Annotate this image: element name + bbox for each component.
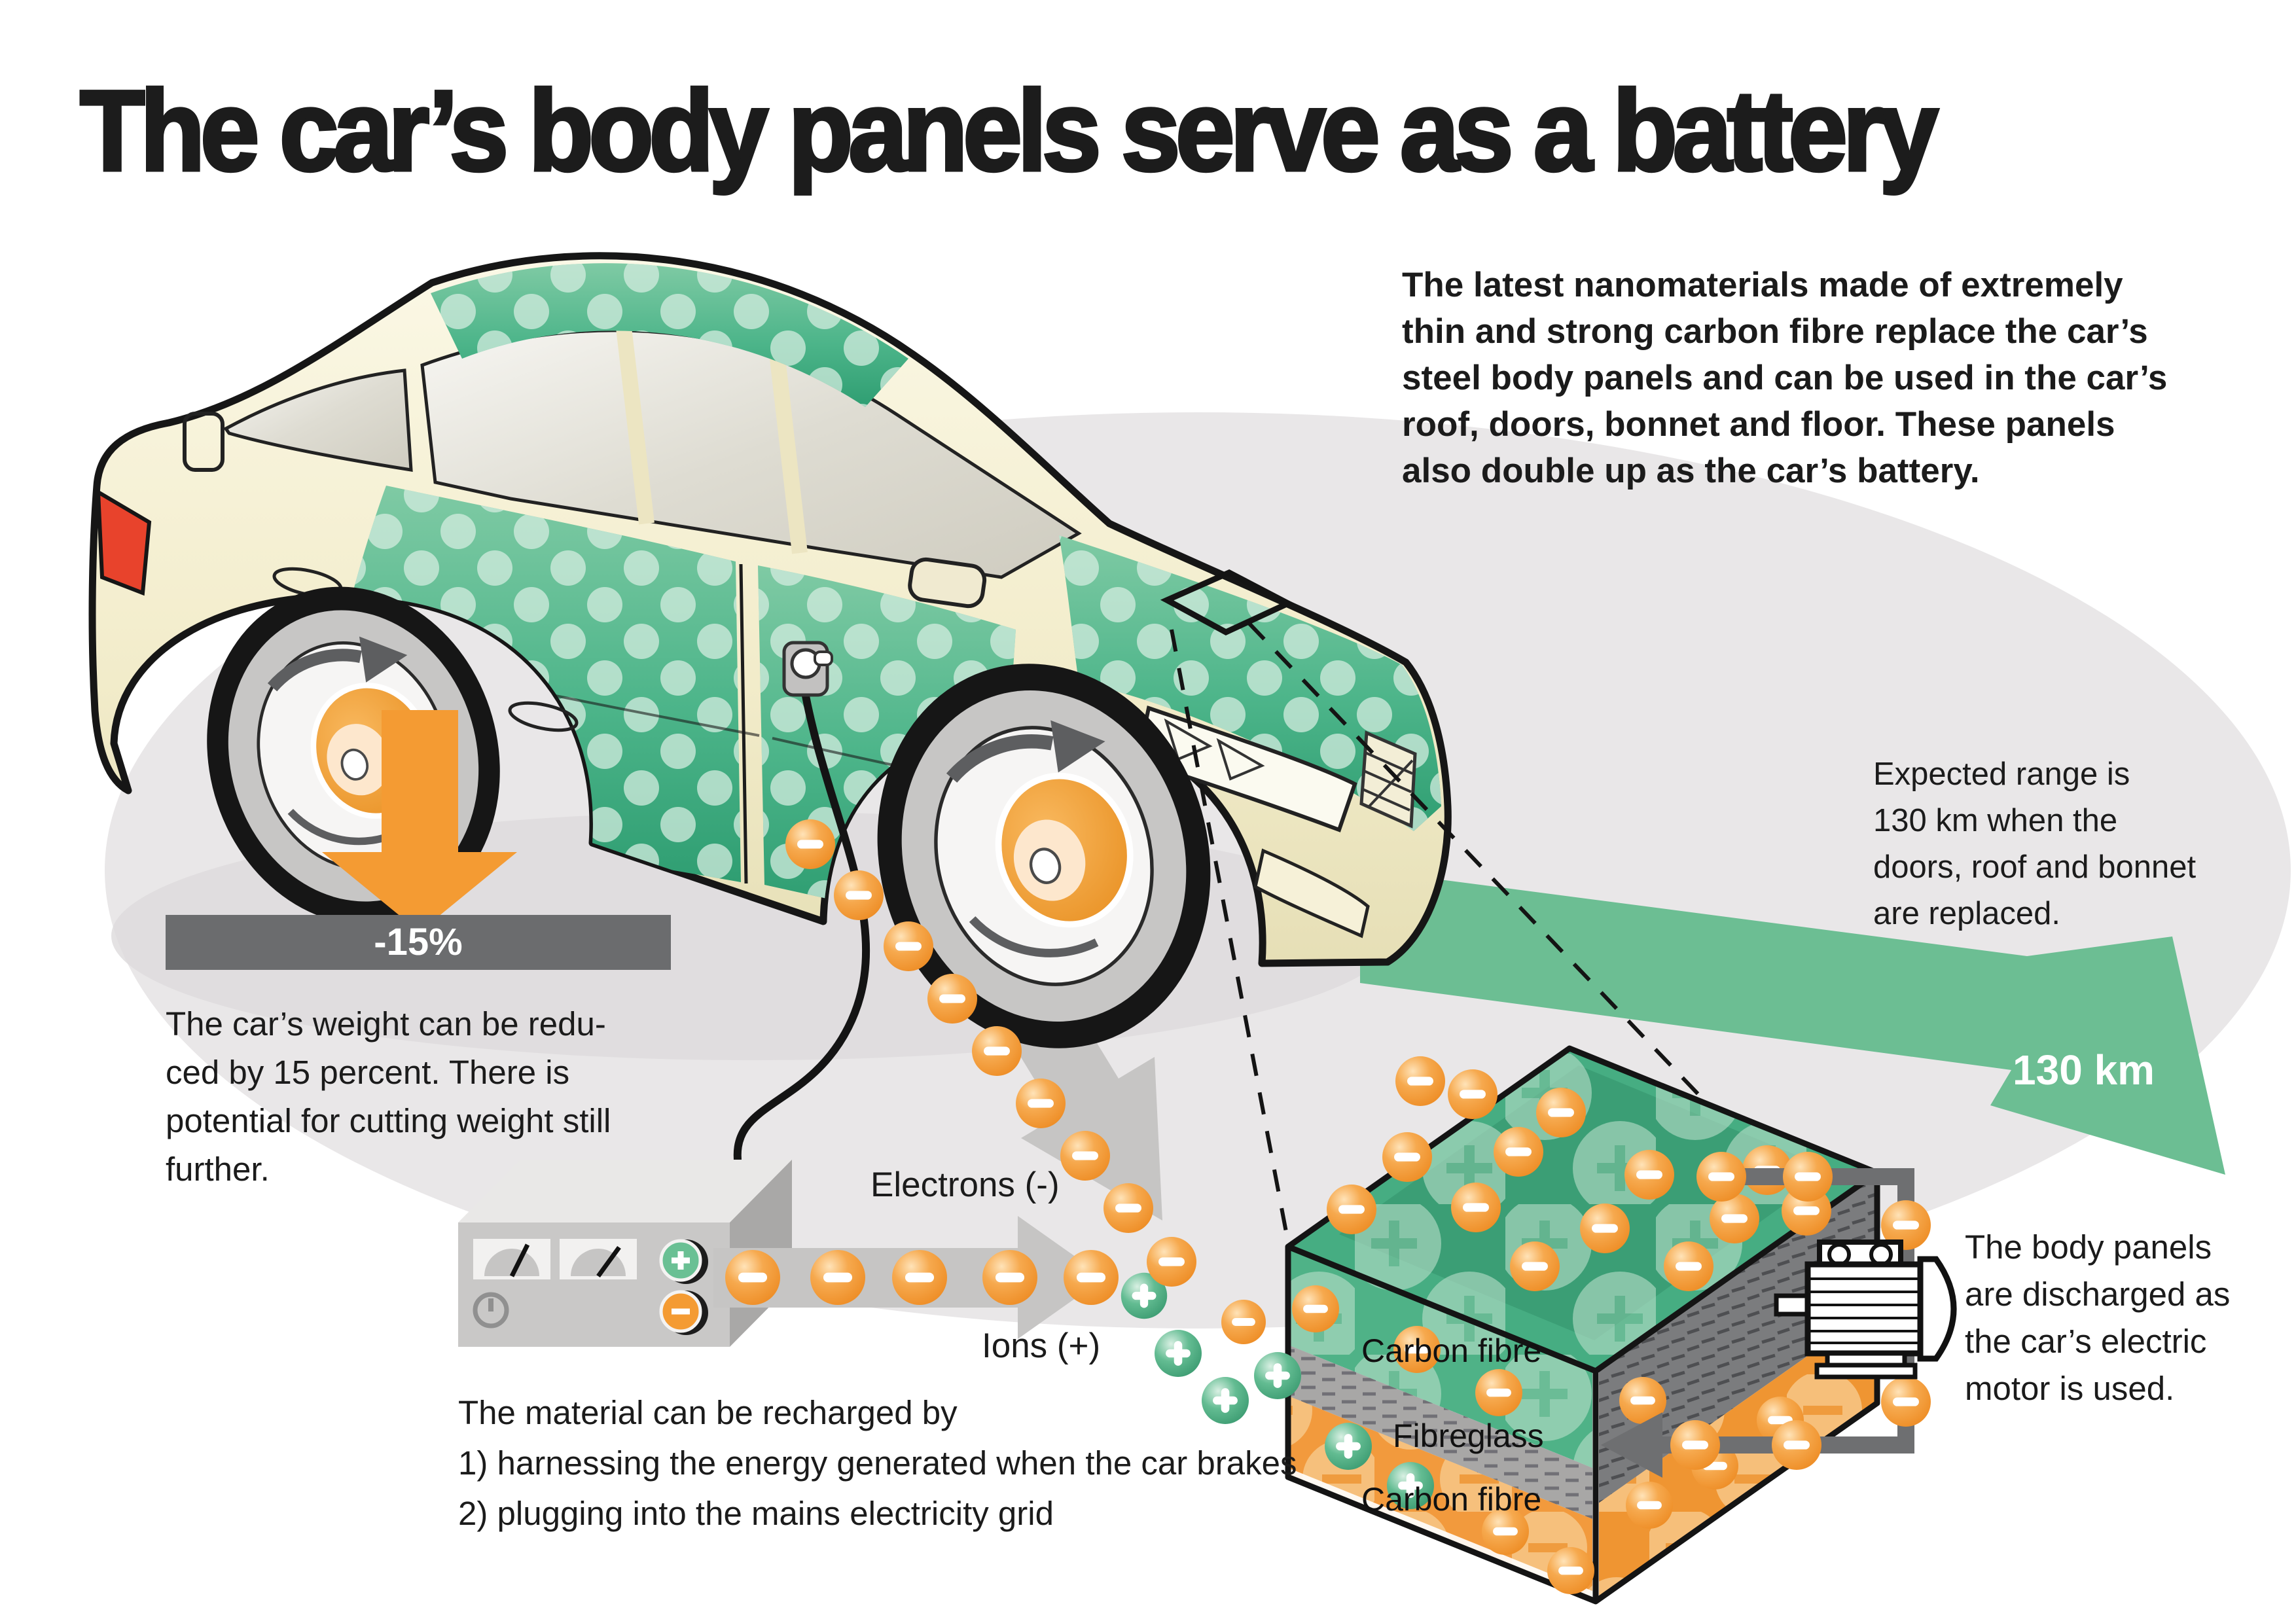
door-seam: [739, 563, 748, 884]
range-line: doors, roof and bonnet: [1873, 849, 2197, 885]
rear-window: [223, 368, 413, 472]
discharge-line: are discharged as: [1965, 1275, 2231, 1313]
recharge-caption: The material can be recharged by 1) harn…: [458, 1387, 1297, 1539]
charging-cable: [733, 691, 870, 1174]
grille-bars: [1362, 751, 1414, 812]
power-icon: [473, 1292, 509, 1329]
range-caption: Expected range is 130 km when the doors,…: [1873, 751, 2196, 937]
weight-line: ced by 15 percent. There is: [166, 1054, 570, 1091]
page-title: The car’s body panels serve as a battery: [79, 66, 1940, 197]
side-mirror: [908, 557, 987, 609]
tail-light: [96, 488, 152, 596]
intro-line: also double up as the car’s battery.: [1402, 452, 1980, 490]
gauge-meter: [560, 1239, 637, 1279]
range-arrow: [1360, 869, 2225, 1175]
fuel-door: [183, 412, 224, 472]
weight-line: further.: [166, 1150, 270, 1188]
weight-line: The car’s weight can be redu-: [166, 1005, 606, 1043]
bonnet-sample-rect: [1160, 569, 1295, 636]
door-handle: [508, 701, 579, 732]
ions-label: Ions (+): [982, 1327, 1101, 1365]
intro-paragraph: The latest nanomaterials made of extreme…: [1402, 262, 2167, 494]
gauge-meter: [473, 1239, 550, 1279]
charging-port: [782, 641, 833, 697]
intro-line: thin and strong carbon fibre replace the…: [1402, 312, 2148, 351]
motor-icon: [1774, 1240, 1957, 1380]
intro-line: The latest nanomaterials made of extreme…: [1402, 266, 2123, 304]
battery-layer-label-middle: Fibreglass: [1393, 1418, 1544, 1454]
intro-line: steel body panels and can be used in the…: [1402, 359, 2168, 397]
range-arrow-label: 130 km: [2013, 1046, 2155, 1094]
plus-terminal: [659, 1239, 708, 1284]
discharge-line: the car’s electric: [1965, 1323, 2207, 1360]
weight-arrow: [322, 710, 517, 932]
battery-layer-label-top: Carbon fibre: [1361, 1332, 1542, 1369]
discharge-caption: The body panels are discharged as the ca…: [1965, 1224, 2230, 1412]
weight-badge: -15%: [166, 915, 671, 970]
motor-circuit: [1601, 1152, 1957, 1478]
recharge-line: 1) harnessing the energy generated when …: [458, 1444, 1297, 1482]
battery-layer-label-bottom: Carbon fibre: [1361, 1481, 1542, 1518]
discharge-line: motor is used.: [1965, 1370, 2175, 1407]
weight-line: potential for cutting weight still: [166, 1102, 611, 1139]
range-line: Expected range is: [1873, 757, 2130, 792]
electrons-label: Electrons (-): [870, 1166, 1060, 1204]
battery-block: [1285, 1045, 1880, 1605]
range-line: are replaced.: [1873, 896, 2061, 931]
zoom-guides: [1160, 569, 1710, 1243]
recharge-line: The material can be recharged by: [458, 1394, 958, 1431]
front-intake: [1253, 848, 1370, 938]
pillars: [615, 321, 808, 554]
discharge-line: The body panels: [1965, 1228, 2212, 1266]
minus-terminal: [659, 1290, 708, 1335]
weight-caption: The car’s weight can be redu- ced by 15 …: [166, 1000, 611, 1194]
range-line: 130 km when the: [1873, 803, 2118, 838]
roof-fin: [623, 217, 658, 241]
recharge-line: 2) plugging into the mains electricity g…: [458, 1495, 1054, 1532]
intro-line: roof, doors, bonnet and floor. These pan…: [1402, 405, 2115, 444]
